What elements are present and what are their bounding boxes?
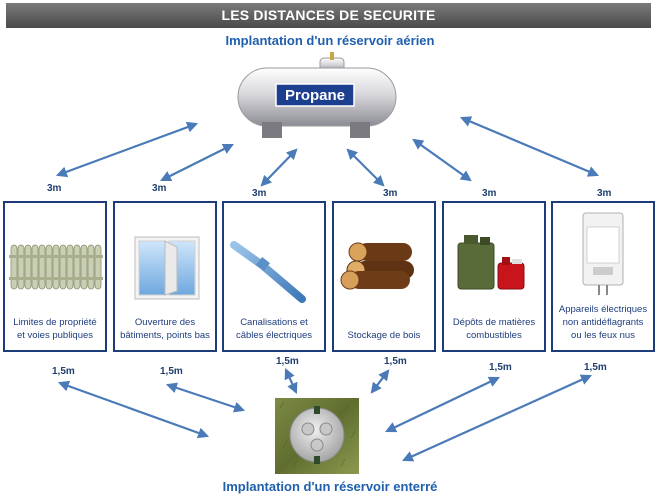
item-label: Dépôts de matières combustibles (452, 317, 536, 341)
item-card-pipes-cables: Canalisations et câbles électriques (222, 201, 326, 352)
item-label: Stockage de bois (347, 330, 421, 341)
distance-bottom-5: 1,5m (489, 362, 512, 373)
item-label: Ouverture des bâtiments, points bas (120, 317, 210, 341)
arrow-top-1 (55, 121, 199, 178)
arrow-top-6 (459, 116, 600, 177)
arrow-bottom-1 (57, 380, 210, 439)
arrow-bottom-2 (165, 382, 246, 413)
distance-top-5: 3m (482, 188, 497, 199)
distance-bottom-6: 1,5m (584, 362, 607, 373)
arrow-top-2 (160, 144, 234, 181)
propane-label: Propane (285, 87, 345, 104)
item-label: Canalisations et câbles électriques (235, 317, 313, 341)
wood-logs-icon (340, 242, 414, 290)
distance-bottom-2: 1,5m (160, 366, 183, 377)
propane-tank-illustration: Propane (237, 52, 397, 138)
distance-bottom-3: 1,5m (276, 356, 299, 367)
arrow-top-4 (346, 148, 385, 187)
jerrycan-icon (457, 235, 525, 290)
item-label: Appareils électriques non antidéflagrant… (558, 304, 648, 341)
item-card-electrical-devices: Appareils électriques non antidéflagrant… (551, 201, 655, 352)
distance-top-6: 3m (597, 188, 612, 199)
water-heater-icon (582, 212, 624, 295)
aerial-tank-title: Implantation d'un réservoir aérien (225, 33, 435, 48)
distance-top-3: 3m (252, 188, 267, 199)
window-icon (134, 236, 200, 300)
distance-bottom-4: 1,5m (384, 356, 407, 367)
item-card-wood-storage: Stockage de bois (332, 201, 436, 352)
item-label: Limites de propriété et voies publiques (13, 317, 97, 341)
distance-bottom-1: 1,5m (52, 366, 75, 377)
item-card-combustible-materials: Dépôts de matières combustibles (442, 201, 546, 352)
arrow-bottom-3 (284, 367, 298, 395)
arrow-top-3 (260, 148, 298, 187)
buried-tank-title: Implantation d'un réservoir enterré (222, 479, 438, 494)
distance-top-1: 3m (47, 183, 62, 194)
distance-top-2: 3m (152, 183, 167, 194)
arrow-bottom-6 (401, 374, 593, 462)
distance-top-4: 3m (383, 188, 398, 199)
page-title: LES DISTANCES DE SECURITE (6, 3, 651, 28)
arrow-bottom-5 (385, 376, 500, 433)
buried-tank-illustration (275, 398, 359, 474)
item-card-property-limits: Limites de propriété et voies publiques (3, 201, 107, 352)
item-card-building-openings: Ouverture des bâtiments, points bas (113, 201, 217, 352)
arrow-bottom-4 (370, 369, 390, 394)
arrow-top-5 (412, 138, 472, 182)
pipe-icon (230, 241, 306, 303)
fence-icon (9, 244, 103, 290)
